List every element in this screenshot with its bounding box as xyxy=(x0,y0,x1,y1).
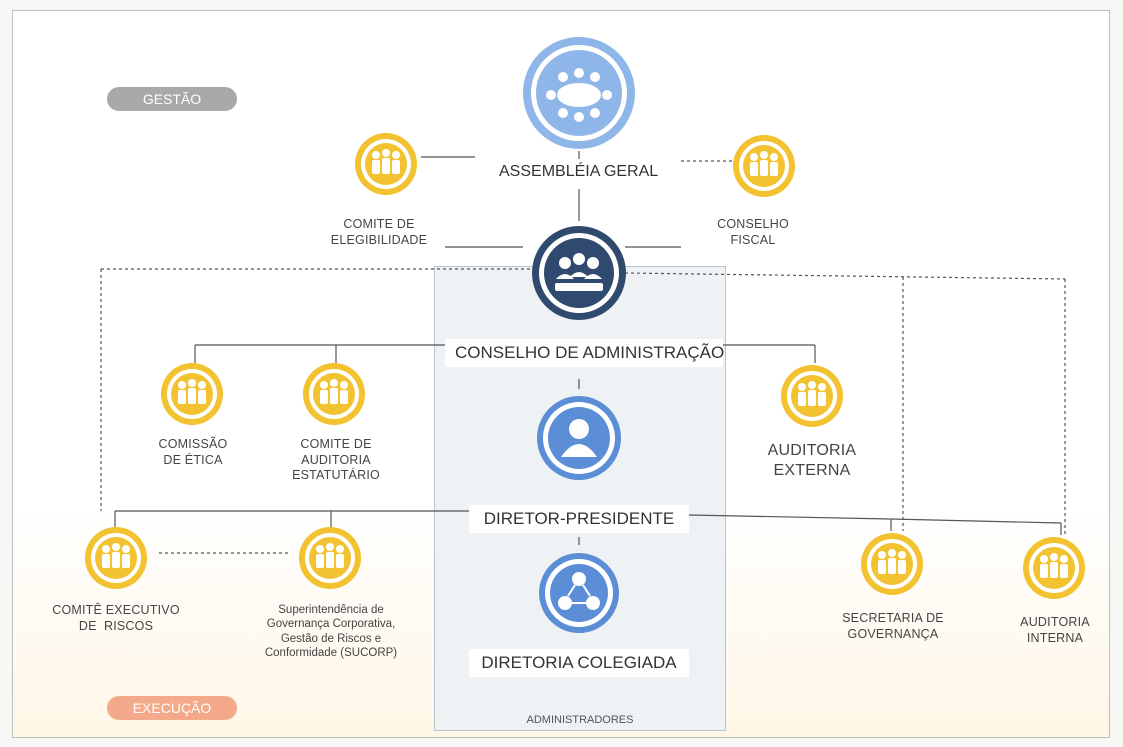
diretor-presidente-label: DIRETOR-PRESIDENTE xyxy=(469,505,689,533)
people-group-icon xyxy=(779,363,845,434)
person-icon xyxy=(534,393,624,488)
org-chart-frame: ADMINISTRADORES xyxy=(12,10,1110,738)
execucao-section-pill: EXECUÇÃO xyxy=(107,696,237,720)
people-group-icon xyxy=(301,361,367,432)
diretoria-colegiada-label: DIRETORIA COLEGIADA xyxy=(469,649,689,677)
people-group-icon xyxy=(859,531,925,602)
network-people-icon xyxy=(537,551,621,640)
meeting-table-icon xyxy=(519,33,639,158)
assembleia-geral-label: ASSEMBLÉIA GERAL xyxy=(489,159,669,185)
people-group-icon xyxy=(297,525,363,596)
board-group-icon xyxy=(529,223,629,328)
people-group-icon xyxy=(353,131,419,202)
administradores-label: ADMINISTRADORES xyxy=(526,714,634,726)
people-group-icon xyxy=(1021,535,1087,606)
people-group-icon xyxy=(731,133,797,204)
people-group-icon xyxy=(83,525,149,596)
connector-lines xyxy=(100,151,1066,554)
people-group-icon xyxy=(159,361,225,432)
gestao-section-pill: GESTÃO xyxy=(107,87,237,111)
conselho-administracao-label: CONSELHO DE ADMINISTRAÇÃO xyxy=(445,339,724,367)
